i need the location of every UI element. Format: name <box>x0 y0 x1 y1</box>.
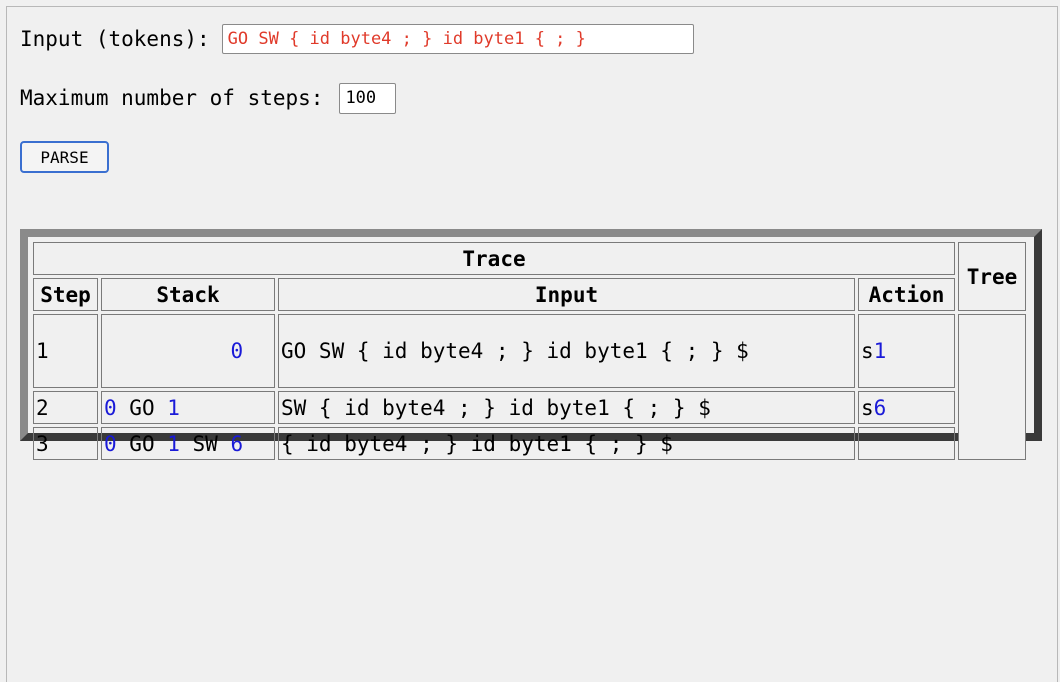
input-cell: SW { id byte4 ; } id byte1 { ; } $ <box>278 391 855 424</box>
stack-symbol: GO <box>116 431 168 456</box>
action-cell <box>858 427 955 460</box>
stack-header: Stack <box>101 278 275 311</box>
table-row: 1 0 GO SW { id byte4 ; } id byte1 { ; } … <box>33 314 1026 460</box>
action-prefix: s <box>861 395 874 420</box>
tokens-input[interactable] <box>221 24 694 54</box>
step-header: Step <box>33 278 98 311</box>
stack-symbol: GO <box>116 395 168 420</box>
tree-cell <box>958 314 1026 460</box>
table-row: 2 0 GO 1 SW { id byte4 ; } id byte1 { ; … <box>33 391 1026 424</box>
stack-cell: 0 <box>101 314 275 388</box>
parse-button[interactable]: PARSE <box>20 141 109 173</box>
table-row: 3 0 GO 1 SW 6 { id byte4 ; } id byte1 { … <box>33 427 1026 460</box>
action-state: 6 <box>873 395 887 420</box>
max-steps-input[interactable] <box>339 82 397 114</box>
step-cell: 2 <box>33 391 98 424</box>
action-header: Action <box>858 278 955 311</box>
input-cell: { id byte4 ; } id byte1 { ; } $ <box>278 427 855 460</box>
stack-state: 0 <box>104 395 117 420</box>
action-cell: s6 <box>858 391 955 424</box>
trace-table: Trace Tree Step Stack Input Action 1 0 G… <box>30 239 1029 463</box>
stack-state: 6 <box>230 431 244 456</box>
tokens-row: Input (tokens): <box>20 23 694 55</box>
steps-row: Maximum number of steps: <box>20 82 397 114</box>
step-cell: 3 <box>33 427 98 460</box>
stack-state: 0 <box>104 431 117 456</box>
stack-state: 1 <box>167 395 180 420</box>
tree-header: Tree <box>958 242 1026 311</box>
input-header: Input <box>278 278 855 311</box>
steps-label: Maximum number of steps: <box>20 86 324 110</box>
step-cell: 1 <box>33 314 98 388</box>
trace-title: Trace <box>33 242 955 275</box>
action-cell: s1 <box>858 314 955 388</box>
action-state: 1 <box>873 339 887 363</box>
input-cell: GO SW { id byte4 ; } id byte1 { ; } $ <box>278 314 855 388</box>
tokens-label: Input (tokens): <box>20 27 210 51</box>
action-prefix: s <box>861 339 874 363</box>
stack-state: 0 <box>230 339 244 363</box>
trace-table-frame: Trace Tree Step Stack Input Action 1 0 G… <box>20 229 1042 460</box>
stack-cell: 0 GO 1 SW 6 <box>101 427 275 460</box>
stack-cell: 0 GO 1 <box>101 391 275 424</box>
stack-state: 1 <box>167 431 180 456</box>
stack-symbol: SW <box>179 431 231 456</box>
page-frame <box>6 6 1058 682</box>
